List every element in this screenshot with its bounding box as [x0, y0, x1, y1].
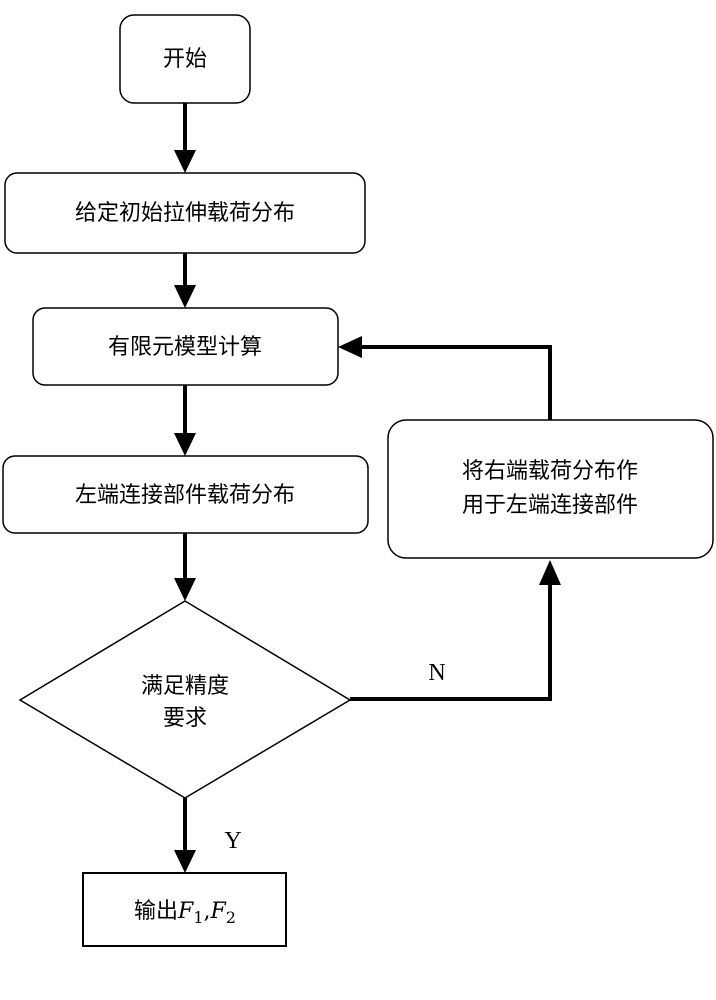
- left-load-node: 左端连接部件载荷分布: [2, 455, 369, 534]
- initial-load-node: 给定初始拉伸载荷分布: [4, 172, 366, 254]
- decision-label-line2: 要求: [163, 706, 207, 731]
- start-node: 开始: [119, 14, 251, 104]
- arrow-loop-to-fem: [338, 336, 552, 420]
- left-load-label: 左端连接部件载荷分布: [75, 483, 295, 508]
- arrow-initial-to-fem: [174, 253, 196, 308]
- start-label: 开始: [163, 47, 207, 72]
- output-label: 输出F1,F2: [134, 899, 236, 927]
- fem-calc-node: 有限元模型计算: [32, 307, 339, 386]
- output-prefix: 输出: [134, 899, 178, 924]
- no-label: N: [428, 660, 445, 686]
- arrow-decision-no: [350, 560, 561, 701]
- decision-node: 满足精度 要求: [18, 600, 352, 799]
- arrow-left-to-decision: [174, 533, 196, 601]
- output-sub-2: 2: [226, 908, 236, 927]
- output-node: 输出F1,F2: [82, 872, 287, 947]
- output-sub-1: 1: [193, 908, 203, 927]
- apply-right-label-line1: 将右端载荷分布作: [462, 459, 638, 484]
- apply-right-label-line2: 用于左端连接部件: [462, 493, 638, 518]
- arrow-fem-to-left: [174, 385, 196, 456]
- apply-right-node: 将右端载荷分布作 用于左端连接部件: [387, 419, 714, 559]
- output-sep: ,: [204, 899, 211, 924]
- yes-label: Y: [224, 828, 241, 854]
- initial-load-label: 给定初始拉伸载荷分布: [75, 201, 295, 226]
- arrow-start-to-initial: [174, 103, 196, 173]
- output-var-1: F: [177, 899, 194, 924]
- decision-label-line1: 满足精度: [141, 674, 229, 699]
- output-var-2: F: [210, 899, 227, 924]
- arrow-decision-yes: [174, 798, 196, 873]
- fem-calc-label: 有限元模型计算: [108, 335, 262, 360]
